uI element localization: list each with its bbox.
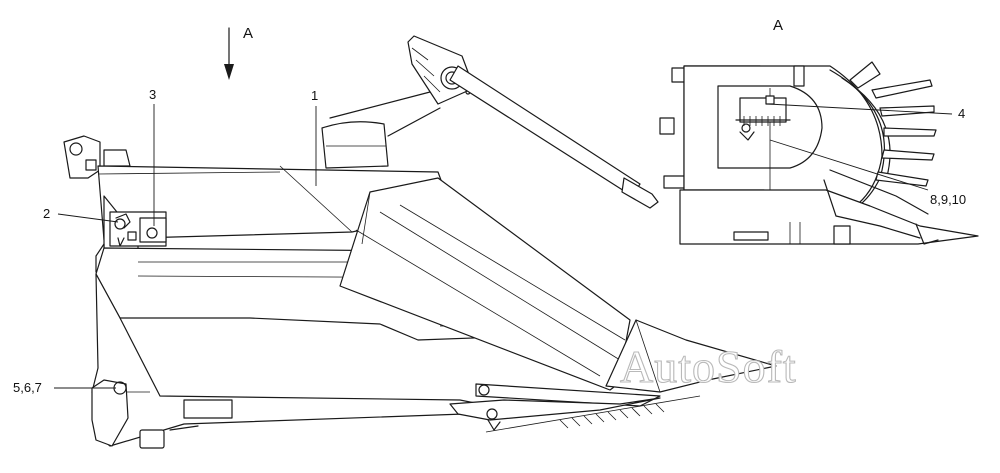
- inset-view-a: [659, 61, 979, 245]
- inset-lower-body: [679, 189, 979, 245]
- view-marker-label: A: [243, 25, 253, 42]
- watermark: AutoSoft: [620, 341, 797, 392]
- inset-tines: [849, 61, 937, 187]
- callout-2: 2: [43, 206, 50, 221]
- divider-snout: [339, 177, 631, 391]
- inset-title: A: [773, 17, 783, 34]
- callout-5-6-7: 5,6,7: [13, 380, 42, 395]
- arm-tip: [621, 177, 659, 209]
- pin-2: [114, 218, 126, 230]
- inset-latch: [739, 97, 787, 123]
- divider-arm: [449, 65, 641, 197]
- callout-1: 1: [311, 88, 318, 103]
- callouts-main: [54, 104, 317, 389]
- cover-part-1: [321, 121, 389, 169]
- callout-3: 3: [149, 87, 156, 102]
- callout-8-9-10: 8,9,10: [930, 192, 966, 207]
- view-arrow: [224, 27, 234, 80]
- callout-4: 4: [958, 106, 965, 121]
- mount-bracket-top: [63, 135, 101, 179]
- callouts-inset: [767, 103, 953, 191]
- header-side-view: [63, 35, 777, 449]
- pin-3: [146, 227, 158, 239]
